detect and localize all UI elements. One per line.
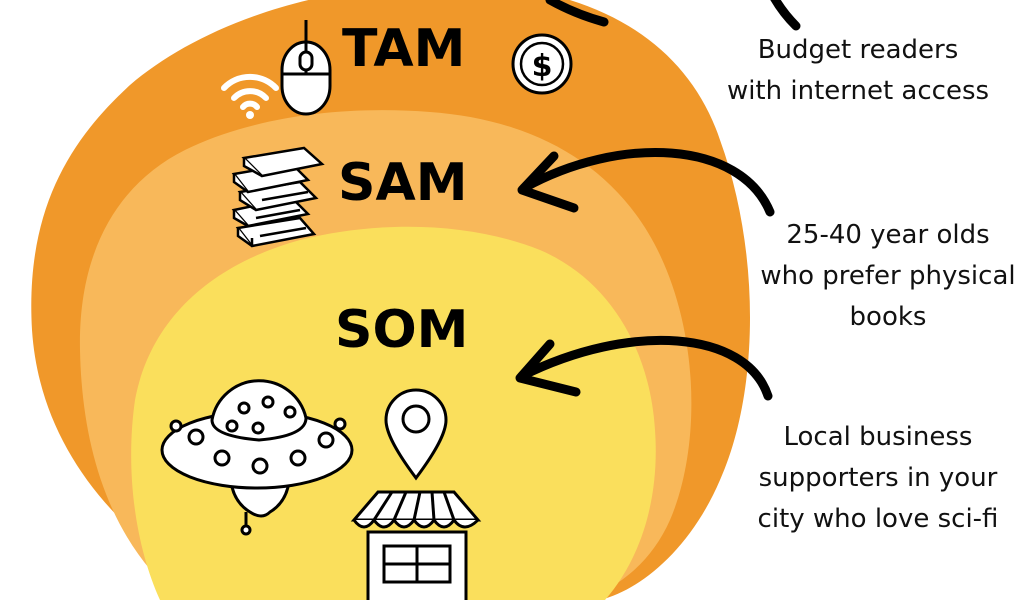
arrow-to-tam (545, 0, 801, 31)
sam-description-line: who prefer physical (760, 261, 1016, 291)
book-stack-icon (231, 146, 325, 248)
sam-description-line: books (849, 302, 927, 332)
dollar-coin-icon: $ (511, 33, 573, 95)
tam-label: TAM (342, 19, 465, 79)
arrow-to-som (515, 335, 773, 401)
som-label: SOM (335, 300, 468, 360)
storefront-icon (350, 490, 482, 600)
ufo-icon (160, 379, 354, 536)
tam-description-line: with internet access (726, 76, 990, 106)
computer-mouse-icon (280, 20, 332, 116)
som-description-line: supporters in your (758, 463, 998, 493)
wifi-icon (221, 73, 279, 119)
svg-text:$: $ (532, 49, 553, 84)
location-pin-icon (384, 388, 448, 481)
som-description-line: city who love sci-fi (757, 504, 999, 534)
som-description: Local business supporters in your city w… (742, 417, 1014, 540)
tam-description: Budget readers with internet access (720, 30, 996, 112)
sam-description-line: 25-40 year olds (786, 220, 990, 250)
som-description-line: Local business (783, 422, 973, 452)
sam-description: 25-40 year olds who prefer physical book… (752, 215, 1024, 338)
tam-description-line: Budget readers (757, 35, 959, 65)
arrow-to-sam (517, 147, 775, 217)
sam-label: SAM (338, 153, 467, 213)
